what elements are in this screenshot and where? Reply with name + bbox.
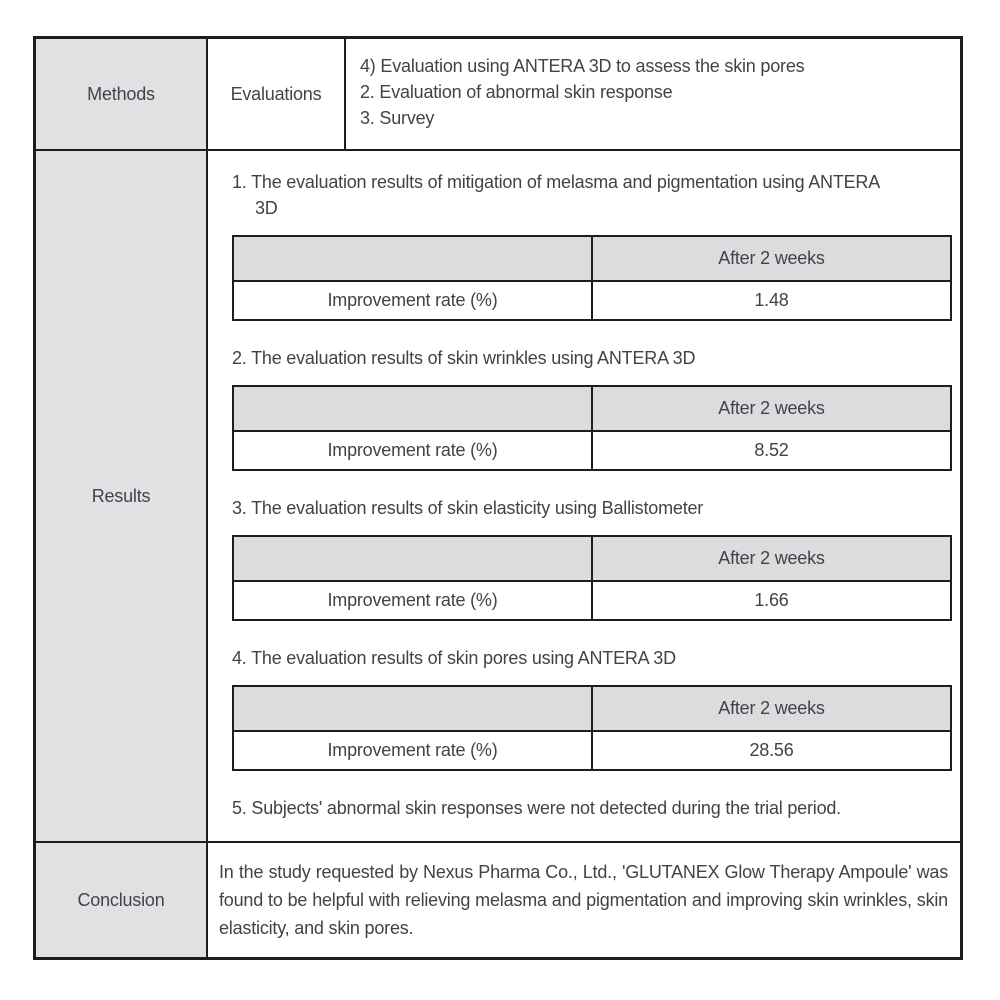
- table-row: Improvement rate (%) 1.48: [232, 280, 952, 321]
- result-table-pores: After 2 weeks Improvement rate (%) 28.56: [232, 685, 952, 771]
- after-2-weeks-header: After 2 weeks: [591, 535, 952, 582]
- section-heading: 1. The evaluation results of mitigation …: [232, 172, 881, 218]
- results-content: 1. The evaluation results of mitigation …: [208, 151, 966, 841]
- section-heading: 4. The evaluation results of skin pores …: [232, 648, 676, 668]
- improvement-rate-value: 1.66: [591, 580, 952, 621]
- after-2-weeks-header: After 2 weeks: [591, 385, 952, 432]
- improvement-rate-value: 28.56: [591, 730, 952, 771]
- results-label: Results: [91, 485, 151, 506]
- evaluations-label: Evaluations: [230, 83, 322, 104]
- methods-label-cell: Methods: [36, 39, 208, 149]
- table-row: Improvement rate (%) 8.52: [232, 430, 952, 471]
- abnormal-response-note: 5. Subjects' abnormal skin responses wer…: [232, 798, 841, 818]
- result-table-melasma: After 2 weeks Improvement rate (%) 1.48: [232, 235, 952, 321]
- evaluation-item-1: 4) Evaluation using ANTERA 3D to assess …: [360, 56, 805, 76]
- result-section-melasma: 1. The evaluation results of mitigation …: [232, 169, 952, 321]
- improvement-rate-label: Improvement rate (%): [232, 580, 593, 621]
- table-header-row: After 2 weeks: [232, 385, 952, 432]
- improvement-rate-label: Improvement rate (%): [232, 280, 593, 321]
- table-header-row: After 2 weeks: [232, 685, 952, 732]
- result-section-pores: 4. The evaluation results of skin pores …: [232, 645, 952, 771]
- improvement-rate-value: 8.52: [591, 430, 952, 471]
- result-section-elasticity: 3. The evaluation results of skin elasti…: [232, 495, 952, 621]
- after-2-weeks-header: After 2 weeks: [591, 235, 952, 282]
- improvement-rate-value: 1.48: [591, 280, 952, 321]
- section-heading: 3. The evaluation results of skin elasti…: [232, 498, 704, 518]
- conclusion-label: Conclusion: [77, 889, 165, 910]
- results-row: Results 1. The evaluation results of mit…: [36, 151, 960, 843]
- methods-label: Methods: [87, 83, 155, 104]
- after-2-weeks-header: After 2 weeks: [591, 685, 952, 732]
- improvement-rate-label: Improvement rate (%): [232, 430, 593, 471]
- section-heading: 2. The evaluation results of skin wrinkl…: [232, 348, 696, 368]
- conclusion-label-cell: Conclusion: [36, 843, 208, 957]
- conclusion-text: In the study requested by Nexus Pharma C…: [219, 862, 948, 938]
- empty-header-cell: [232, 385, 593, 432]
- evaluations-list: 4) Evaluation using ANTERA 3D to assess …: [346, 39, 960, 149]
- table-header-row: After 2 weeks: [232, 535, 952, 582]
- empty-header-cell: [232, 235, 593, 282]
- clinical-report-table: Methods Evaluations 4) Evaluation using …: [33, 36, 963, 960]
- conclusion-row: Conclusion In the study requested by Nex…: [36, 843, 960, 957]
- result-table-wrinkles: After 2 weeks Improvement rate (%) 8.52: [232, 385, 952, 471]
- improvement-rate-label: Improvement rate (%): [232, 730, 593, 771]
- table-row: Improvement rate (%) 28.56: [232, 730, 952, 771]
- empty-header-cell: [232, 685, 593, 732]
- empty-header-cell: [232, 535, 593, 582]
- evaluation-item-2: 2. Evaluation of abnormal skin response: [360, 82, 673, 102]
- result-section-wrinkles: 2. The evaluation results of skin wrinkl…: [232, 345, 952, 471]
- table-header-row: After 2 weeks: [232, 235, 952, 282]
- evaluation-item-3: 3. Survey: [360, 108, 435, 128]
- table-row: Improvement rate (%) 1.66: [232, 580, 952, 621]
- methods-row: Methods Evaluations 4) Evaluation using …: [36, 39, 960, 151]
- result-table-elasticity: After 2 weeks Improvement rate (%) 1.66: [232, 535, 952, 621]
- evaluations-label-cell: Evaluations: [208, 39, 346, 149]
- results-label-cell: Results: [36, 151, 208, 841]
